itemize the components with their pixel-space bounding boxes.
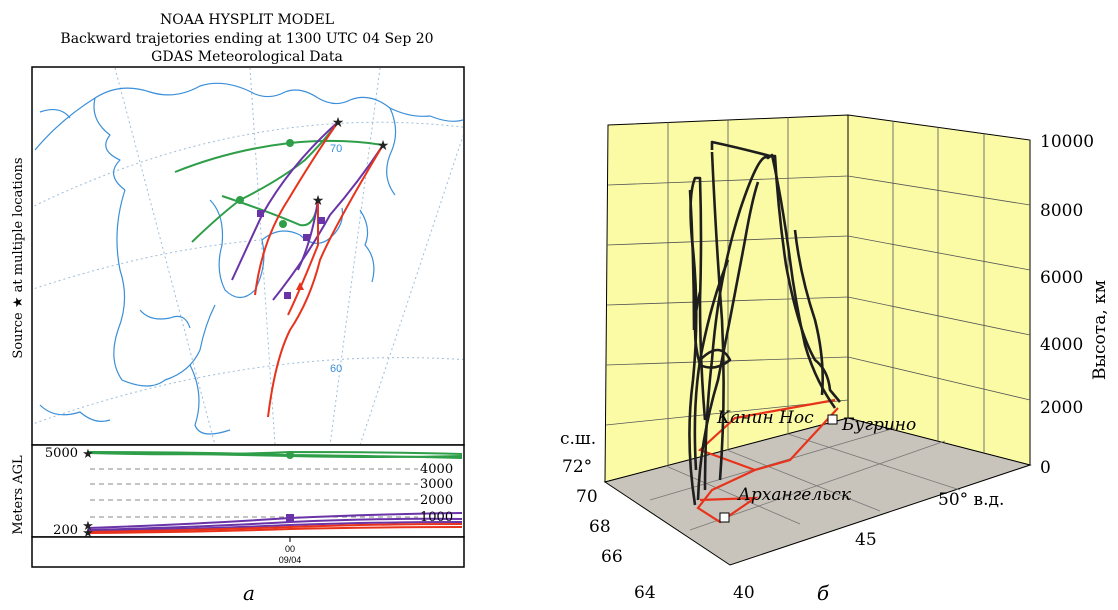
alt-tick-2000: 2000 [420, 493, 453, 508]
svg-text:★: ★ [312, 193, 325, 209]
marker-arkhangelsk [719, 512, 730, 523]
svg-text:★: ★ [82, 447, 94, 462]
time-axis-frame [31, 536, 465, 568]
source-star-markers: ★ ★ ★ [312, 115, 390, 209]
trajectory-markers [236, 139, 325, 299]
trajectory-green-2 [191, 121, 339, 243]
z-tick-2000: 2000 [1040, 398, 1083, 418]
title-line-3: GDAS Meteorological Data [151, 49, 343, 65]
lon-tick-50: 50° в.д. [938, 490, 1004, 510]
svg-text:★: ★ [82, 519, 94, 534]
right-wall [847, 114, 1031, 466]
place-kanin-nos: Канин Нос [716, 408, 814, 428]
panel-letter-a: а [243, 581, 255, 605]
z-tick-0: 0 [1040, 458, 1051, 478]
lat-tick-72: 72° [562, 457, 592, 477]
place-bugrino: Бугрино [841, 415, 916, 435]
title-line-1: NOAA HYSPLIT MODEL [160, 12, 334, 28]
lat-tick-70: 70 [576, 487, 598, 507]
lon-tick-45: 45 [855, 530, 877, 550]
panel-b: Канин Нос Бугрино Архангельск 10000 8000… [560, 114, 1110, 605]
lat-tick-64: 64 [634, 583, 656, 603]
z-axis: 10000 8000 6000 4000 2000 0 [1040, 132, 1094, 478]
z-tick-10000: 10000 [1040, 132, 1094, 152]
panel-letter-b: б [817, 581, 830, 605]
panel-a: NOAA HYSPLIT MODEL Backward trajetories … [11, 12, 465, 605]
altitude-gridlines [90, 468, 418, 518]
trajectory-red-3 [287, 200, 319, 316]
side-label-map: Source ★ at multiple locations [11, 157, 26, 358]
alt-tick-3000: 3000 [420, 477, 453, 492]
map-frame [31, 66, 465, 446]
z-tick-6000: 6000 [1040, 268, 1083, 288]
z-axis-label: Высота, км [1090, 280, 1110, 380]
time-label: 00 [285, 544, 295, 554]
date-label: 09/04 [279, 555, 302, 565]
svg-text:★: ★ [82, 526, 94, 541]
svg-text:★: ★ [377, 138, 390, 154]
trajectory-red-2 [267, 144, 384, 418]
surface-trajectory [696, 398, 839, 524]
z-tick-8000: 8000 [1040, 201, 1083, 221]
lat-tick-68: 68 [589, 517, 611, 537]
altitude-start-stars: ★ ★ ★ [82, 447, 94, 541]
title-line-2: Backward trajetories ending at 1300 UTC … [60, 31, 433, 47]
alt-tick-1000: 1000 [420, 510, 453, 525]
lat-label-60: 60 [330, 363, 342, 375]
wall-grid [605, 117, 1031, 466]
lat-header: с.ш. [560, 429, 596, 449]
lat-label-70: 70 [330, 143, 342, 155]
lat-tick-66: 66 [601, 547, 623, 567]
trajectories [174, 121, 384, 418]
lat-axis: с.ш. 72° 70 68 66 64 [560, 429, 656, 603]
alt-tick-4000: 4000 [420, 462, 453, 477]
trajectory-purple-1 [231, 121, 339, 281]
trajectories-3d [688, 140, 841, 506]
trajectory-purple-2 [272, 144, 384, 301]
coastline [34, 82, 463, 435]
map-graticule [33, 68, 463, 444]
lon-tick-40: 40 [733, 583, 755, 603]
marker-bugrino [827, 414, 838, 425]
lon-axis: 40 45 50° в.д. [733, 490, 1004, 603]
alt-tick-200: 200 [53, 523, 78, 538]
place-arkhangelsk: Архангельск [737, 485, 852, 505]
alt-tick-5000: 5000 [45, 446, 78, 461]
z-tick-4000: 4000 [1040, 335, 1083, 355]
svg-text:★: ★ [332, 115, 345, 131]
trajectory-red-1 [254, 121, 339, 296]
side-label-alt: Meters AGL [11, 455, 26, 535]
